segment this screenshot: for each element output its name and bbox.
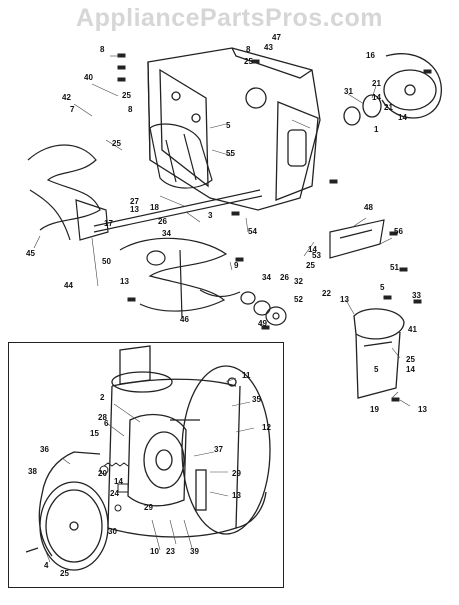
main-callout-31: 31: [344, 87, 353, 96]
chute-base: [353, 308, 405, 399]
main-callout-25: 25: [244, 57, 253, 66]
main-callout-27: 27: [130, 197, 139, 206]
inset-callout-28: 28: [98, 413, 107, 422]
main-callout-22: 22: [322, 289, 331, 298]
inset-callout-36: 36: [40, 445, 49, 454]
housing-frame: [147, 47, 321, 211]
main-callout-9: 9: [234, 261, 239, 270]
main-callout-14: 14: [406, 365, 415, 374]
bolts: [117, 53, 432, 402]
main-callout-25: 25: [406, 355, 415, 364]
main-callout-1: 1: [374, 125, 379, 134]
main-callout-18: 18: [150, 203, 159, 212]
main-callout-45: 45: [26, 249, 35, 258]
inset-callout-10: 10: [150, 547, 159, 556]
main-callout-33: 33: [412, 291, 421, 300]
main-callout-48: 48: [364, 203, 373, 212]
main-callout-42: 42: [62, 93, 71, 102]
inset-callout-29: 29: [144, 503, 153, 512]
inset-callout-4: 4: [44, 561, 49, 570]
auger-left: [27, 144, 109, 241]
main-callout-19: 19: [370, 405, 379, 414]
main-callout-53: 53: [312, 251, 321, 260]
inset-callout-24: 24: [110, 489, 119, 498]
main-callout-13: 13: [418, 405, 427, 414]
main-callout-25: 25: [112, 139, 121, 148]
main-callout-50: 50: [102, 257, 111, 266]
inset-callout-38: 38: [28, 467, 37, 476]
main-callout-55: 55: [226, 149, 235, 158]
main-callout-54: 54: [248, 227, 257, 236]
inset-callout-12: 12: [262, 423, 271, 432]
inset-callout-23: 23: [166, 547, 175, 556]
main-callout-8: 8: [128, 105, 133, 114]
main-callout-8: 8: [100, 45, 105, 54]
main-callout-51: 51: [390, 263, 399, 272]
main-callout-46: 46: [180, 315, 189, 324]
inset-callout-6: 6: [104, 419, 109, 428]
main-callout-32: 32: [294, 277, 303, 286]
inset-callout-39: 39: [190, 547, 199, 556]
callouts-inset: 11 2 35 286 12 15 37 20 29 14 24 13 36 38 29 30 10 23 39 4 2…: [28, 371, 271, 578]
main-callout-40: 40: [84, 73, 93, 82]
main-callout-13: 13: [130, 205, 139, 214]
inset-callout-29: 29: [232, 469, 241, 478]
main-callout-26: 26: [158, 217, 167, 226]
main-callout-34: 34: [262, 273, 271, 282]
inset-leader-lines: [45, 377, 255, 563]
watermark: AppliancePartsPros.com: [76, 4, 383, 32]
main-callout-26: 26: [280, 273, 289, 282]
main-callout-41: 41: [408, 325, 417, 334]
main-callout-43: 43: [264, 43, 273, 52]
auger-shaft: [93, 189, 263, 233]
bracket-plate-right: [329, 219, 385, 259]
main-callout-5: 5: [226, 121, 231, 130]
inset-spring-parts: [99, 462, 129, 512]
inset-callout-25: 25: [60, 569, 69, 578]
inset-callout-35: 35: [252, 395, 261, 404]
inset-callout-15: 15: [90, 429, 99, 438]
main-callout-21: 21: [384, 103, 393, 112]
main-callout-5: 5: [374, 365, 379, 374]
detail-inset-frame: [8, 342, 284, 588]
main-callout-3: 3: [208, 211, 213, 220]
main-callout-7: 7: [70, 105, 75, 114]
gearbox-bearings: [146, 250, 287, 326]
inset-belt-pulley: [25, 451, 109, 571]
impeller: [149, 123, 213, 189]
pulley-assembly-top-right: [343, 53, 442, 126]
main-callout-16: 16: [366, 51, 375, 60]
main-callout-49: 49: [258, 319, 267, 328]
inset-callout-11: 11: [242, 371, 251, 380]
main-callout-25: 25: [122, 91, 131, 100]
main-callout-14: 14: [372, 93, 381, 102]
main-callout-14: 14: [308, 245, 317, 254]
main-callout-44: 44: [64, 281, 73, 290]
main-callout-56: 56: [394, 227, 403, 236]
inset-callout-14: 14: [114, 477, 123, 486]
inset-callout-13: 13: [232, 491, 241, 500]
main-callout-14: 14: [398, 113, 407, 122]
leader-lines: [33, 55, 411, 407]
main-callout-47: 47: [272, 33, 281, 42]
inset-callout-2: 2: [100, 393, 105, 402]
main-callout-52: 52: [294, 295, 303, 304]
inset-blower-housing: [107, 345, 271, 538]
main-callout-13: 13: [340, 295, 349, 304]
main-callout-13: 13: [120, 277, 129, 286]
main-callout-5: 5: [380, 283, 385, 292]
main-callout-25: 25: [306, 261, 315, 270]
inset-callout-30: 30: [108, 527, 117, 536]
auger-right: [119, 237, 241, 319]
inset-callout-20: 20: [98, 469, 107, 478]
inset-callout-37: 37: [214, 445, 223, 454]
main-callout-17: 17: [104, 219, 113, 228]
main-callout-21: 21: [372, 79, 381, 88]
main-callout-8: 8: [246, 45, 251, 54]
main-callout-34: 34: [162, 229, 171, 238]
